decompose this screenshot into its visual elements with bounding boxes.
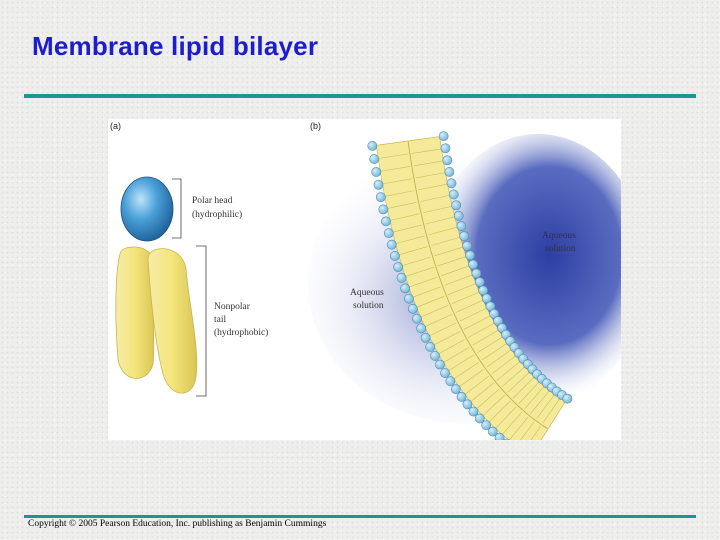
bilayer-polar-head <box>387 240 396 249</box>
panel-a-label: (a) <box>110 121 121 131</box>
bilayer-polar-head <box>390 251 399 260</box>
tail-bracket <box>196 246 206 396</box>
bilayer-polar-head <box>449 190 458 199</box>
bilayer-polar-head <box>374 180 383 189</box>
bilayer-polar-head <box>376 193 385 202</box>
bilayer-polar-head <box>446 377 455 386</box>
bilayer-polar-head <box>384 229 393 238</box>
bilayer-polar-head <box>445 167 454 176</box>
aqueous-inner-label-2: solution <box>353 301 384 311</box>
aqueous-outer-label-2: solution <box>545 244 576 254</box>
bilayer-polar-head <box>417 324 426 333</box>
head-label-2: (hydrophilic) <box>192 209 242 220</box>
bilayer-polar-head <box>430 351 439 360</box>
bilayer-polar-head <box>397 273 406 282</box>
bilayer-polar-head <box>457 392 466 401</box>
bilayer-polar-head <box>401 284 410 293</box>
bilayer-polar-head <box>462 241 471 250</box>
head-label-1: Polar head <box>192 196 233 206</box>
bilayer-polar-head <box>440 368 449 377</box>
bilayer-polar-head <box>439 131 448 140</box>
bilayer-polar-head <box>465 251 474 260</box>
title-divider <box>24 94 696 98</box>
bilayer-polar-head <box>447 179 456 188</box>
panel-b-label: (b) <box>310 121 321 131</box>
tail-label-1: Nonpolar <box>214 302 251 312</box>
lipid-figure: (a) Polar head (hydrophilic) Nonpolar ta… <box>108 119 621 440</box>
bilayer-polar-head <box>408 304 417 313</box>
bilayer-polar-head <box>379 205 388 214</box>
slide-title: Membrane lipid bilayer <box>32 31 318 62</box>
bilayer-polar-head <box>454 211 463 220</box>
aqueous-outer-label-1: Aqueous <box>542 231 576 241</box>
bilayer-polar-head <box>370 154 379 163</box>
bilayer-polar-head <box>394 262 403 271</box>
bilayer-polar-head <box>451 385 460 394</box>
lipid-polar-head <box>121 177 173 241</box>
bilayer-polar-head <box>472 269 481 278</box>
bilayer-polar-head <box>368 141 377 150</box>
bilayer-polar-head <box>495 433 504 440</box>
aqueous-inner-label-1: Aqueous <box>350 288 384 298</box>
copyright-notice: Copyright © 2005 Pearson Education, Inc.… <box>28 519 326 529</box>
tail-label-2: tail <box>214 315 226 325</box>
bilayer-polar-head <box>563 394 572 403</box>
tail-label-3: (hydrophobic) <box>214 327 268 338</box>
bilayer-polar-head <box>421 333 430 342</box>
bilayer-polar-head <box>372 167 381 176</box>
footer-divider <box>24 515 696 518</box>
bilayer-polar-head <box>457 222 466 231</box>
bilayer-polar-head <box>469 260 478 269</box>
bilayer-polar-head <box>475 277 484 286</box>
lipid-illustration: (a) Polar head (hydrophilic) Nonpolar ta… <box>108 119 621 440</box>
bilayer-polar-head <box>443 156 452 165</box>
bilayer-polar-head <box>381 217 390 226</box>
bilayer-polar-head <box>452 201 461 210</box>
bilayer-polar-head <box>441 144 450 153</box>
bilayer-polar-head <box>412 314 421 323</box>
lipid-tail <box>116 247 197 393</box>
bilayer-polar-head <box>435 360 444 369</box>
bilayer-polar-head <box>426 342 435 351</box>
bilayer-polar-head <box>459 232 468 241</box>
bilayer-polar-head <box>404 294 413 303</box>
